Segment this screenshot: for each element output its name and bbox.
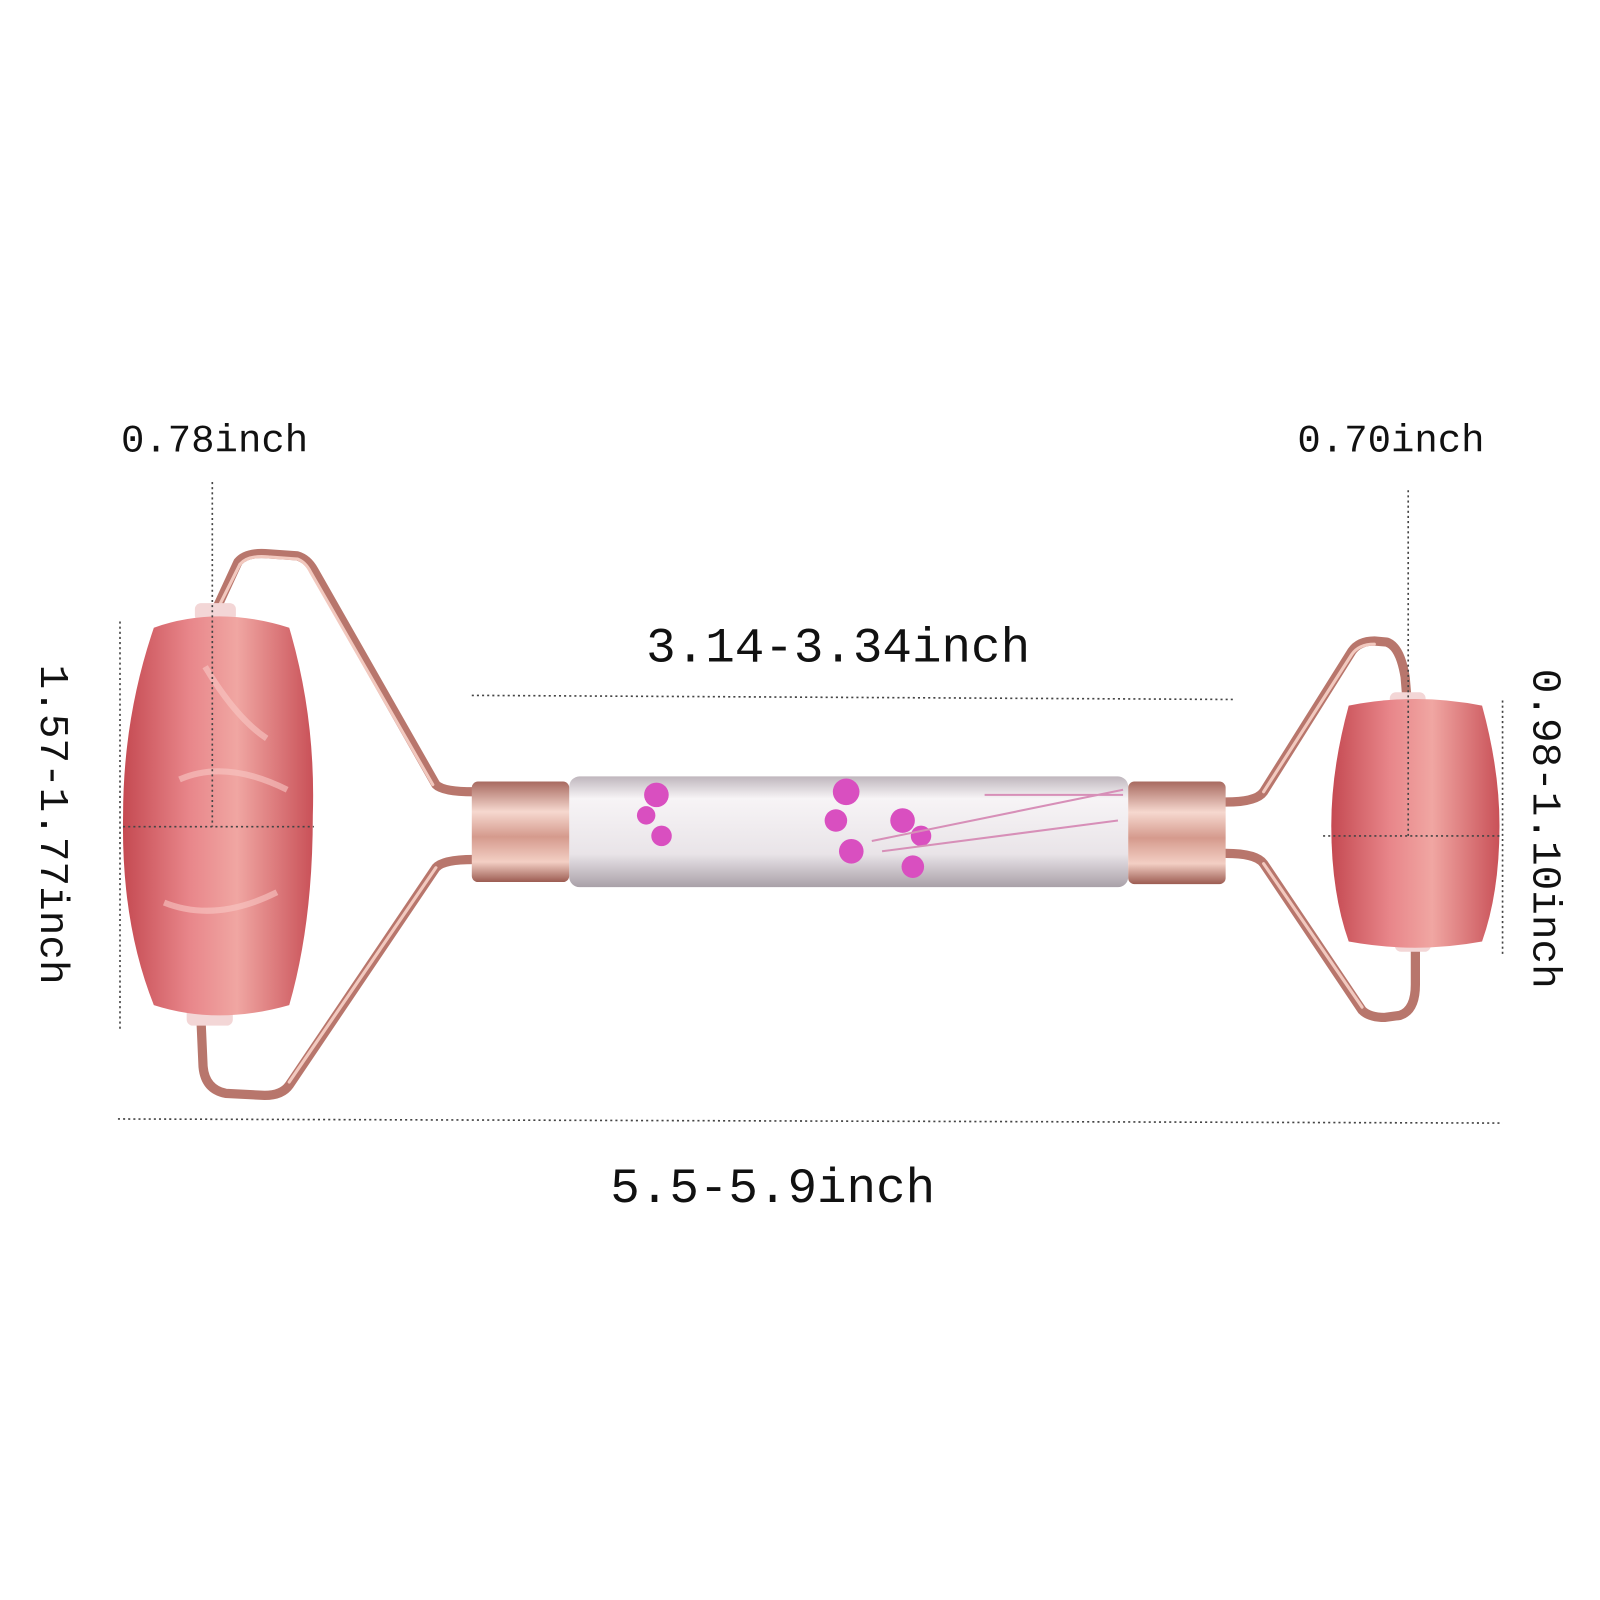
left-wire-frame (196, 548, 479, 1100)
right-roller-width-label: 0.70inch (1297, 419, 1484, 463)
total-length-guide (117, 1118, 1503, 1124)
total-length-label: 5.5-5.9inch (610, 1161, 935, 1217)
left-roller-body (122, 616, 314, 1016)
right-roller-length-label: 0.98-1.10inch (1520, 669, 1566, 989)
handle-length-label: 3.14-3.34inch (646, 621, 1030, 677)
handle-length-guide (471, 694, 1236, 701)
dried-flowers (636, 778, 1124, 878)
handle (471, 776, 1226, 888)
dimension-lines (117, 482, 1504, 1124)
right-roller-body (1331, 698, 1500, 948)
left-roller-length-label: 1.57-1.77inch (28, 665, 74, 985)
right-metal-collar (1128, 781, 1226, 885)
left-roller-width-label: 0.78inch (121, 419, 308, 463)
left-metal-collar (471, 781, 570, 883)
right-wire-frame (1221, 636, 1420, 1023)
right-roller-stone (1331, 692, 1500, 952)
clear-handle-tube (569, 776, 1129, 888)
left-roller-stone (122, 603, 314, 1026)
